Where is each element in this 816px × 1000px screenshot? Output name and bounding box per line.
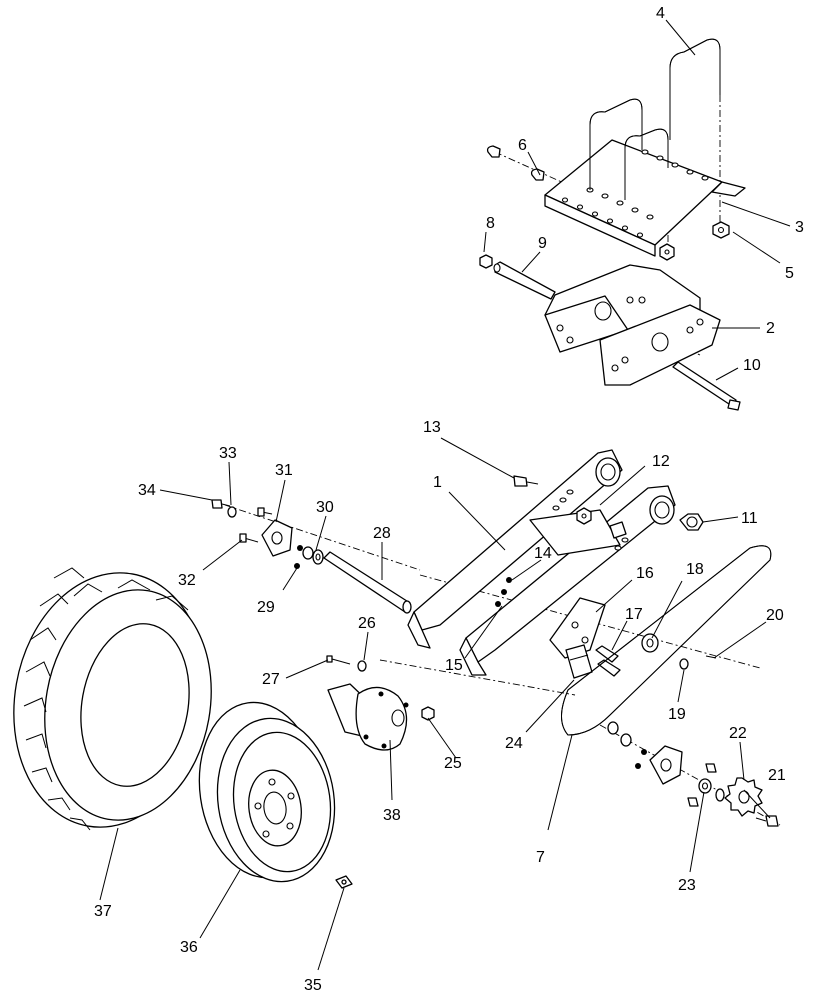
part-34-bolt	[211, 499, 231, 509]
callout-28: 28	[373, 525, 391, 542]
callout-11: 11	[741, 510, 758, 527]
callout-30: 30	[316, 499, 334, 516]
callout-23: 23	[678, 877, 696, 894]
callout-18: 18	[686, 561, 704, 578]
part-4-u-bolts	[589, 38, 721, 200]
callout-24: 24	[505, 735, 523, 752]
part-29-nuts	[294, 545, 303, 569]
callout-9: 9	[538, 235, 547, 252]
callout-3: 3	[795, 219, 804, 236]
part-7-chain	[561, 545, 772, 736]
callout-21: 21	[768, 767, 786, 784]
part-18-idler	[641, 633, 659, 653]
callout-13: 13	[423, 419, 441, 436]
part-9-pin	[493, 261, 556, 300]
callout-19: 19	[668, 706, 686, 723]
part-25-nut	[421, 706, 435, 721]
callout-2: 2	[766, 320, 775, 337]
callout-7: 7	[536, 849, 545, 866]
callout-36: 36	[180, 939, 198, 956]
part-33-washer	[227, 506, 237, 518]
part-22-sprocket	[724, 777, 763, 817]
part-3-mounting-plate	[544, 139, 746, 257]
callout-26: 26	[358, 615, 376, 632]
part-31-bearing-flange	[261, 519, 293, 557]
part-35-valve-stem	[335, 875, 353, 889]
part-27-bolt	[326, 655, 351, 665]
part-28-axle	[323, 551, 412, 614]
part-6-bolts	[486, 145, 545, 181]
part-8-nut	[479, 254, 493, 269]
callout-15: 15	[445, 657, 463, 674]
part-24-plate	[565, 644, 593, 679]
callout-32: 32	[178, 572, 196, 589]
callout-16: 16	[636, 565, 654, 582]
callout-8: 8	[486, 215, 495, 232]
part-sprocket-washers	[607, 721, 647, 769]
part-2-bracket	[544, 264, 721, 386]
part-21-bolt	[755, 815, 779, 827]
leader-lines	[99, 19, 791, 971]
callout-35: 35	[304, 977, 322, 994]
callout-12: 12	[652, 453, 670, 470]
part-26-washer	[357, 660, 367, 672]
callout-27: 27	[262, 671, 280, 688]
part-12-nut	[576, 507, 592, 525]
part-1-swing-arm	[407, 449, 676, 676]
callout-4: 4	[656, 5, 665, 22]
callout-17: 17	[625, 606, 643, 623]
part-37-tire	[13, 567, 212, 831]
callout-38: 38	[383, 807, 401, 824]
callout-22: 22	[729, 725, 747, 742]
callout-20: 20	[766, 607, 784, 624]
part-36-rim	[198, 701, 336, 883]
callout-14: 14	[534, 545, 552, 562]
callout-25: 25	[444, 755, 462, 772]
callout-6: 6	[518, 137, 527, 154]
callout-33: 33	[219, 445, 237, 462]
part-16-idler-bracket	[549, 597, 606, 659]
part-11-bushing	[679, 513, 704, 531]
part-17-pins	[595, 645, 621, 677]
part-38-hub	[327, 683, 409, 751]
part-10-bolt	[672, 361, 741, 411]
callout-29: 29	[257, 599, 275, 616]
callout-10: 10	[743, 357, 761, 374]
part-13-bolt	[513, 475, 539, 487]
part-5-nuts	[659, 221, 730, 261]
callout-37: 37	[94, 903, 112, 920]
part-23-spacer	[687, 763, 725, 807]
callout-34: 34	[138, 482, 156, 499]
callout-1: 1	[433, 474, 442, 491]
callout-labels: 1 2 3 4 5 6 7 8 9 10 11 12 13 14 15 16 1…	[94, 5, 804, 994]
part-19-washer	[679, 658, 689, 670]
callout-31: 31	[275, 462, 293, 479]
part-30-washers	[302, 546, 324, 565]
callout-5: 5	[785, 265, 794, 282]
part-14-nuts	[495, 577, 512, 607]
part-bearing-flange	[649, 745, 683, 785]
